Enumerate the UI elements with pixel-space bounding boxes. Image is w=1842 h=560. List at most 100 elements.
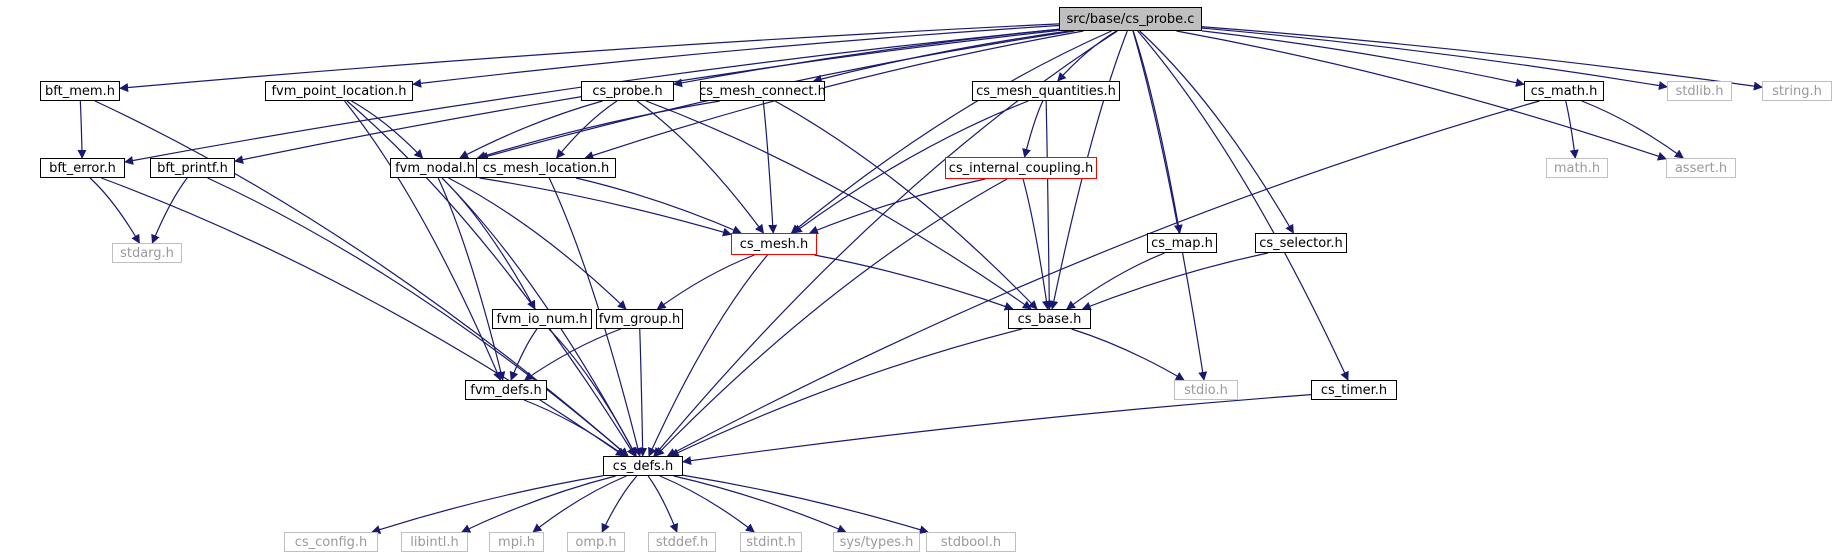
node-bft-error-h[interactable]: bft_error.h (40, 158, 125, 178)
node-cs-mesh-h[interactable]: cs_mesh.h (731, 233, 817, 255)
edge-fvm_group-to-fvm_defs (524, 328, 621, 381)
node-fvm-group-h[interactable]: fvm_group.h (596, 309, 683, 329)
edge-fvm_point_location-to-fvm_defs (344, 100, 502, 381)
edge-cs_defs-to-systypes (673, 475, 847, 533)
edge-bft_printf-to-stdarg (151, 177, 188, 244)
node-stdint-h: stdint.h (740, 532, 802, 552)
edge-cs_defs-to-mpi (532, 475, 627, 533)
node-cs-mesh-connect-h[interactable]: cs_mesh_connect.h (699, 81, 826, 101)
node-cs-probe-h[interactable]: cs_probe.h (581, 81, 674, 101)
edge-root-to-stdlib (1201, 27, 1668, 91)
edge-cs_defs-to-libintl (461, 475, 616, 533)
edge-cs_mesh-to-fvm_group (656, 254, 755, 310)
node-fvm-defs-h[interactable]: fvm_defs.h (465, 380, 547, 400)
node-src-base-cs-probe-c[interactable]: src/base/cs_probe.c (1059, 7, 1202, 31)
edge-root-to-bft_mem (119, 23, 1060, 93)
node-cs-math-h[interactable]: cs_math.h (1524, 81, 1604, 101)
node-stdarg-h: stdarg.h (112, 243, 182, 263)
edge-root-to-cs_selector (1139, 30, 1294, 234)
edge-root-to-cs_mesh_location (584, 30, 1084, 160)
edge-fvm_nodal-to-cs_mesh (479, 177, 732, 237)
node-cs-map-h[interactable]: cs_map.h (1147, 233, 1217, 253)
edge-fvm_point_location-to-fvm_nodal (351, 100, 424, 159)
edge-cs_mesh-to-cs_base (814, 254, 1014, 311)
node-cs-timer-h[interactable]: cs_timer.h (1311, 380, 1397, 400)
node-bft-mem-h[interactable]: bft_mem.h (40, 81, 120, 101)
node-stdbool-h: stdbool.h (926, 532, 1016, 552)
edge-bft_mem-to-cs_defs (94, 100, 629, 457)
edge-root-to-cs_mesh_connect (812, 30, 1070, 84)
node-cs-config-h: cs_config.h (284, 532, 378, 552)
node-stddef-h: stddef.h (648, 532, 716, 552)
node-fvm-io-num-h[interactable]: fvm_io_num.h (492, 309, 592, 329)
edge-cs_defs-to-cs_config (371, 475, 604, 534)
edge-cs_timer-to-cs_defs (682, 393, 1312, 466)
node-fvm-point-location-h[interactable]: fvm_point_location.h (265, 81, 413, 101)
edge-fvm_nodal-to-fvm_defs (437, 177, 506, 381)
edge-cs_probe_h-to-cs_mesh_location (556, 100, 618, 159)
node-mpi-h: mpi.h (489, 532, 544, 552)
node-stdlib-h: stdlib.h (1667, 81, 1732, 101)
edge-cs_probe_h-to-fvm_nodal (459, 100, 603, 159)
edge-cs_defs-to-stddef (647, 475, 679, 533)
edge-cs_mesh_location-to-cs_defs (548, 177, 643, 457)
edge-fvm_defs-to-cs_defs (523, 399, 626, 457)
edge-fvm_nodal-to-fvm_group (448, 177, 627, 310)
edge-bft_printf-to-cs_defs (207, 177, 629, 457)
node-string-h: string.h (1762, 81, 1832, 101)
edge-cs_mesh_location-to-cs_mesh (575, 177, 742, 234)
edge-cs_mesh_connect-to-fvm_nodal (476, 100, 721, 160)
edge-fvm_group-to-cs_defs (638, 328, 648, 457)
edge-cs_mesh_connect-to-cs_base (774, 100, 1038, 310)
edge-cs_defs-to-omp (601, 475, 638, 533)
node-bft-printf-h[interactable]: bft_printf.h (150, 158, 235, 178)
edge-root-to-fvm_point_location (412, 24, 1060, 88)
edge-cs_mesh_connect-to-cs_mesh (762, 100, 778, 234)
node-cs-mesh-quantities-h[interactable]: cs_mesh_quantities.h (972, 81, 1120, 101)
node-cs-internal-coupling-h[interactable]: cs_internal_coupling.h (945, 157, 1097, 179)
edge-cs_base-to-cs_defs (669, 328, 1022, 457)
edge-root-to-stdio (1132, 30, 1208, 381)
edge-cs_probe_h-to-cs_base (645, 100, 1032, 310)
edge-cs_internal_coupling-to-cs_mesh (808, 178, 986, 235)
edge-cs_defs-to-stdint (659, 475, 755, 533)
edge-fvm_point_location-to-cs_defs (346, 100, 636, 457)
edge-bft_error-to-cs_defs (101, 177, 625, 457)
edge-cs_mesh-to-cs_defs (648, 254, 768, 457)
edge-cs_internal_coupling-to-cs_base (1022, 178, 1051, 310)
edge-fvm_io_num-to-cs_defs (548, 328, 637, 457)
node-stdio-h: stdio.h (1174, 380, 1238, 400)
edge-cs_defs-to-stdbool (682, 474, 929, 534)
node-libintl-h: libintl.h (401, 532, 468, 552)
edge-root-to-cs_mesh_quantities (1057, 30, 1117, 82)
node-cs-mesh-location-h[interactable]: cs_mesh_location.h (476, 158, 616, 178)
edge-cs_internal_coupling-to-cs_defs (655, 178, 1008, 457)
edge-cs_base-to-stdio (1071, 328, 1185, 381)
edge-root-to-cs_base (1049, 30, 1128, 310)
node-sys-types-h: sys/types.h (833, 532, 920, 552)
edge-root-to-cs_timer (1137, 30, 1349, 381)
node-cs-selector-h[interactable]: cs_selector.h (1255, 233, 1347, 253)
node-cs-defs-h[interactable]: cs_defs.h (603, 456, 683, 476)
edge-root-to-cs_defs (653, 30, 1118, 457)
node-assert-h: assert.h (1666, 158, 1736, 178)
node-cs-base-h[interactable]: cs_base.h (1008, 309, 1091, 329)
edge-root-to-assert (1176, 30, 1667, 161)
edge-root-to-cs_mesh (790, 30, 1112, 234)
edge-cs_mesh_quantities-to-cs_internal_coupling (1022, 100, 1044, 158)
edge-cs_mesh_quantities-to-cs_mesh (792, 100, 1029, 234)
edge-cs_probe_h-to-cs_mesh (636, 100, 765, 234)
edge-bft_mem-to-bft_error (77, 100, 87, 159)
edge-fvm_io_num-to-fvm_defs (509, 328, 538, 381)
edge-root-to-string (1201, 26, 1763, 91)
edge-cs_selector-to-cs_base (1081, 252, 1269, 311)
edge-cs_math-to-assert (1581, 100, 1684, 159)
edge-root-to-cs_map (1132, 30, 1183, 234)
edge-cs_map-to-cs_base (1066, 252, 1165, 310)
edge-bft_error-to-stdarg (89, 177, 140, 244)
edge-cs_mesh_quantities-to-cs_base (1044, 100, 1054, 310)
edge-root-to-cs_math (1201, 30, 1525, 88)
node-fvm-nodal-h[interactable]: fvm_nodal.h (390, 158, 480, 178)
